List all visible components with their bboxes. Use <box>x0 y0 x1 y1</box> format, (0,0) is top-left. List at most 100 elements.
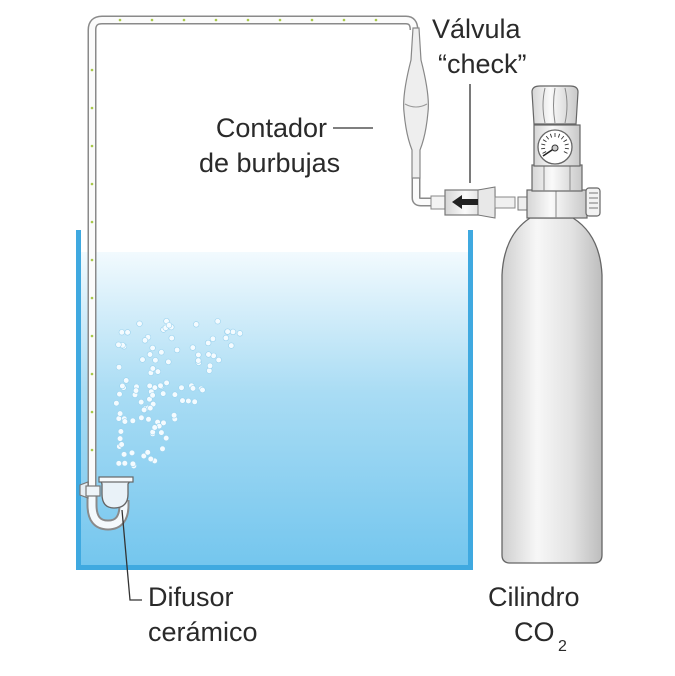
bubble <box>159 445 166 452</box>
bubble <box>163 379 170 387</box>
co2-cylinder <box>501 217 603 564</box>
gauge-tick <box>541 143 546 146</box>
bubble <box>124 329 131 336</box>
bubble <box>118 441 125 448</box>
bubble <box>141 337 149 344</box>
gauge-tick <box>545 135 550 140</box>
bubble <box>206 362 214 369</box>
flow-marker <box>90 296 94 300</box>
bubble <box>205 339 212 347</box>
bubble <box>229 328 237 336</box>
bubble <box>121 418 128 425</box>
bubble <box>138 414 145 421</box>
bubble-counter-label-line2: de burbujas <box>199 148 340 178</box>
tank-wall-left <box>76 230 81 570</box>
gauge-tick <box>563 151 568 154</box>
flow-marker <box>182 18 186 22</box>
bubble <box>116 410 124 417</box>
flow-marker <box>374 18 378 22</box>
bubble <box>191 398 198 405</box>
bubble <box>171 391 178 398</box>
bubble <box>129 460 136 468</box>
bubble <box>113 400 120 407</box>
bubble <box>136 320 143 327</box>
bubble <box>168 335 175 342</box>
gauge-tick <box>541 147 546 150</box>
bubble <box>179 397 186 404</box>
cylinder-label-subscript: 2 <box>558 638 567 655</box>
water <box>79 252 470 566</box>
gauge-tick <box>549 133 553 138</box>
bubble <box>115 341 122 348</box>
gauge-tick <box>560 135 565 140</box>
check-valve-label-line2: “check” <box>438 49 527 79</box>
co2-tubing <box>86 15 445 531</box>
bubble <box>189 385 197 392</box>
gas-flow-markers <box>90 18 378 452</box>
bubble <box>123 377 130 384</box>
tank-wall-right <box>468 230 473 570</box>
cylinder-label-co: CO <box>514 617 555 647</box>
check-valve-label-line1: Válvula <box>432 14 522 44</box>
flow-marker <box>90 334 94 338</box>
bubble <box>158 429 165 436</box>
bubble <box>116 391 123 398</box>
bubble <box>160 419 167 427</box>
gauge-tick <box>542 139 547 143</box>
tank-bottom <box>76 565 473 570</box>
gauge-tick <box>564 143 569 146</box>
bubble <box>215 356 222 364</box>
bubble <box>147 455 154 463</box>
bubble <box>158 349 165 356</box>
bubble <box>121 460 128 467</box>
flow-direction-arrow-icon <box>452 195 478 209</box>
flow-marker <box>310 18 314 22</box>
flow-marker <box>278 18 282 22</box>
flow-marker <box>90 68 94 72</box>
bubble <box>141 406 148 414</box>
bubble <box>214 318 221 325</box>
regulator-knob <box>531 85 579 125</box>
flow-marker <box>90 410 94 414</box>
flow-marker <box>90 448 94 452</box>
bubble <box>228 342 235 349</box>
bubble <box>209 335 216 342</box>
bubble <box>144 449 151 456</box>
bubble <box>146 351 154 358</box>
gauge-tick <box>557 133 561 138</box>
bubble-counter-label-line1: Contador <box>216 113 327 143</box>
bubble <box>146 382 153 390</box>
bubble <box>120 451 128 458</box>
flow-marker <box>90 144 94 148</box>
bubble <box>152 357 159 364</box>
bubble <box>115 460 122 467</box>
bubble <box>224 328 231 335</box>
cylinder-label-line1: Cilindro <box>488 582 580 612</box>
flow-marker <box>118 18 122 22</box>
bubble <box>199 386 206 394</box>
flow-marker <box>90 106 94 110</box>
aquarium-tank <box>76 230 473 570</box>
bubble <box>115 364 123 371</box>
bubble <box>154 368 161 375</box>
bubble <box>222 334 229 342</box>
bubble <box>165 358 172 366</box>
flow-marker <box>342 18 346 22</box>
bubble <box>129 417 136 424</box>
diffuser-label-line2: cerámico <box>148 617 258 647</box>
regulator-side-knob <box>585 187 601 217</box>
bubble <box>139 356 146 363</box>
gauge-tick <box>564 147 569 150</box>
bubble <box>138 399 145 406</box>
co2-regulator <box>517 85 601 219</box>
bubble <box>185 397 192 405</box>
bubble <box>160 390 167 397</box>
bubble <box>195 351 202 359</box>
bubble <box>140 452 147 460</box>
bubble <box>117 428 124 435</box>
gauge-tick <box>542 151 547 154</box>
flow-marker <box>246 18 250 22</box>
bubble <box>149 344 156 352</box>
bubble <box>116 435 124 442</box>
